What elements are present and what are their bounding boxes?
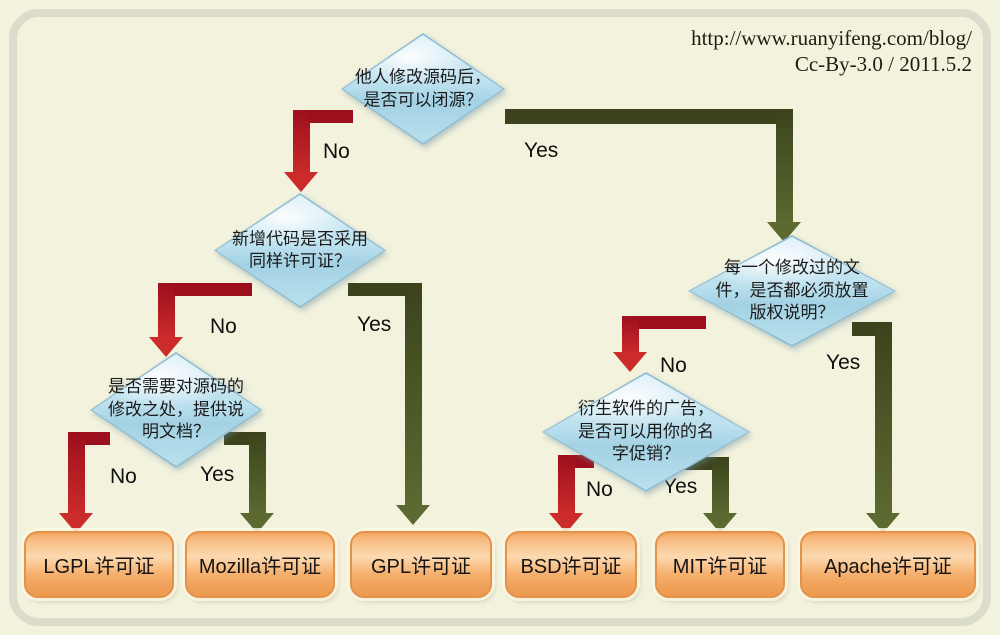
arrow-vbar	[875, 322, 892, 515]
arrow-vbar	[622, 316, 639, 354]
license-box-mit: MIT许可证	[655, 531, 785, 598]
label-yes-close-source: Yes	[524, 139, 559, 162]
decision-question: 衍生软件的广告， 是否可以用你的名 字促销？	[578, 399, 714, 464]
arrow-vbar	[776, 109, 793, 224]
arrowhead	[240, 513, 274, 533]
arrowhead	[866, 513, 900, 533]
arrow-vbar	[405, 283, 422, 507]
decision-close-source: 他人修改源码后， 是否可以闭源？	[341, 33, 505, 145]
decision-name-promotion: 衍生软件的广告， 是否可以用你的名 字促销？	[542, 372, 750, 492]
decision-same-license: 新增代码是否采用 同样许可证？	[214, 193, 386, 308]
label-yes-name-promotion: Yes	[663, 475, 698, 498]
arrow-vbar	[293, 110, 310, 174]
label-no-name-promotion: No	[586, 478, 613, 501]
license-box-mozilla: Mozilla许可证	[185, 531, 335, 598]
credit-license-date: Cc-By-3.0 / 2011.5.2	[794, 52, 972, 77]
label-yes-same-license: Yes	[357, 313, 392, 336]
arrowhead	[284, 172, 318, 192]
arrowhead	[613, 352, 647, 372]
label-no-doc-changes: No	[110, 465, 137, 488]
arrowhead	[59, 513, 93, 533]
decision-question: 是否需要对源码的 修改之处，提供说 明文档？	[108, 377, 244, 442]
arrowhead	[396, 505, 430, 525]
license-box-apache: Apache许可证	[800, 531, 976, 598]
label-yes-copyright-notice: Yes	[826, 351, 861, 374]
arrow-hbar	[505, 109, 793, 124]
arrowhead	[703, 513, 737, 533]
decision-question: 他人修改源码后， 是否可以闭源？	[355, 67, 491, 109]
label-no-copyright-notice: No	[660, 354, 687, 377]
decision-question: 新增代码是否采用 同样许可证？	[232, 228, 368, 271]
license-box-bsd: BSD许可证	[505, 531, 637, 598]
credit-url: http://www.ruanyifeng.com/blog/	[691, 26, 972, 50]
license-box-lgpl: LGPL许可证	[24, 531, 174, 598]
label-no-close-source: No	[323, 140, 350, 163]
credit-block: http://www.ruanyifeng.com/blog/ Cc-By-3.…	[691, 25, 972, 78]
arrowhead	[549, 513, 583, 533]
decision-copyright-notice: 每一个修改过的文 件，是否都必须放置 版权说明？	[688, 235, 896, 347]
decision-question: 每一个修改过的文 件，是否都必须放置 版权说明？	[715, 258, 869, 323]
label-yes-doc-changes: Yes	[200, 463, 235, 486]
decision-doc-changes: 是否需要对源码的 修改之处，提供说 明文档？	[90, 352, 262, 468]
arrow-vbar	[158, 283, 175, 339]
license-box-gpl: GPL许可证	[350, 531, 492, 598]
label-no-same-license: No	[210, 315, 237, 338]
arrow-vbar	[68, 432, 85, 515]
